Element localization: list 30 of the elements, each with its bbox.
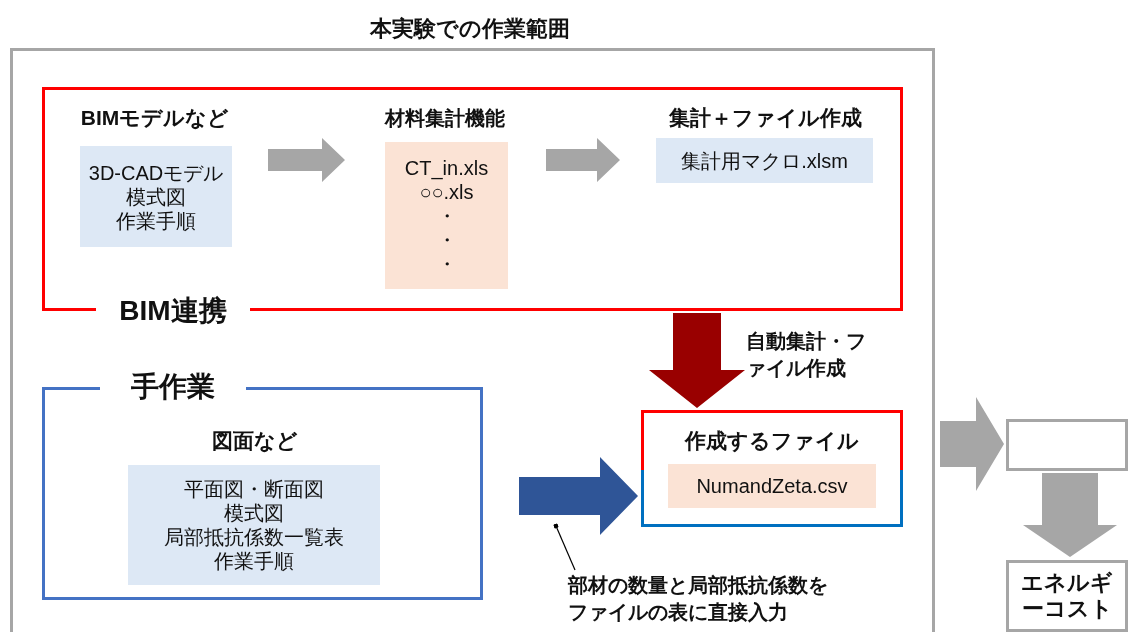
list-line: 平面図・断面図	[184, 477, 324, 501]
list-line: NumandZeta.csv	[696, 474, 848, 498]
block-arrow	[649, 313, 745, 408]
block-arrow	[546, 138, 620, 182]
card-heading: 作成するファイル	[683, 428, 860, 454]
list-line: 作業手順	[116, 208, 196, 233]
list-line: 模式図	[224, 501, 284, 525]
card-heading: 図面など	[211, 428, 299, 455]
leader-line	[553, 523, 576, 571]
block-arrow	[1023, 473, 1117, 557]
process-box: エネルギーコスト	[1006, 560, 1128, 632]
list-line: ・	[436, 203, 457, 228]
card-heading: 材料集計機能	[383, 106, 506, 131]
card-heading: 集計＋ファイル作成	[667, 105, 863, 131]
list-line: 作業手順	[214, 549, 294, 573]
card-heading: BIMモデルなど	[79, 105, 231, 132]
block-arrow	[268, 138, 345, 182]
list-line: CT_in.xls	[404, 155, 489, 180]
list-line: 模式図	[126, 184, 186, 209]
list-line: ・	[436, 227, 457, 252]
annotation-text: 部材の数量と局部抵抗係数をファイルの表に直接入力	[568, 572, 840, 632]
process-box	[1006, 419, 1128, 471]
block-arrow	[940, 397, 1004, 491]
list-line: ○○.xls	[419, 180, 474, 204]
list-line: 3D-CADモデル	[88, 160, 224, 185]
list-line: ・	[436, 251, 457, 276]
block-arrow	[519, 457, 638, 535]
scope-title: 本実験での作業範囲	[369, 15, 571, 43]
list-line: 集計用マクロ.xlsm	[681, 148, 848, 173]
list-line: 局部抵抗係数一覧表	[164, 525, 344, 549]
